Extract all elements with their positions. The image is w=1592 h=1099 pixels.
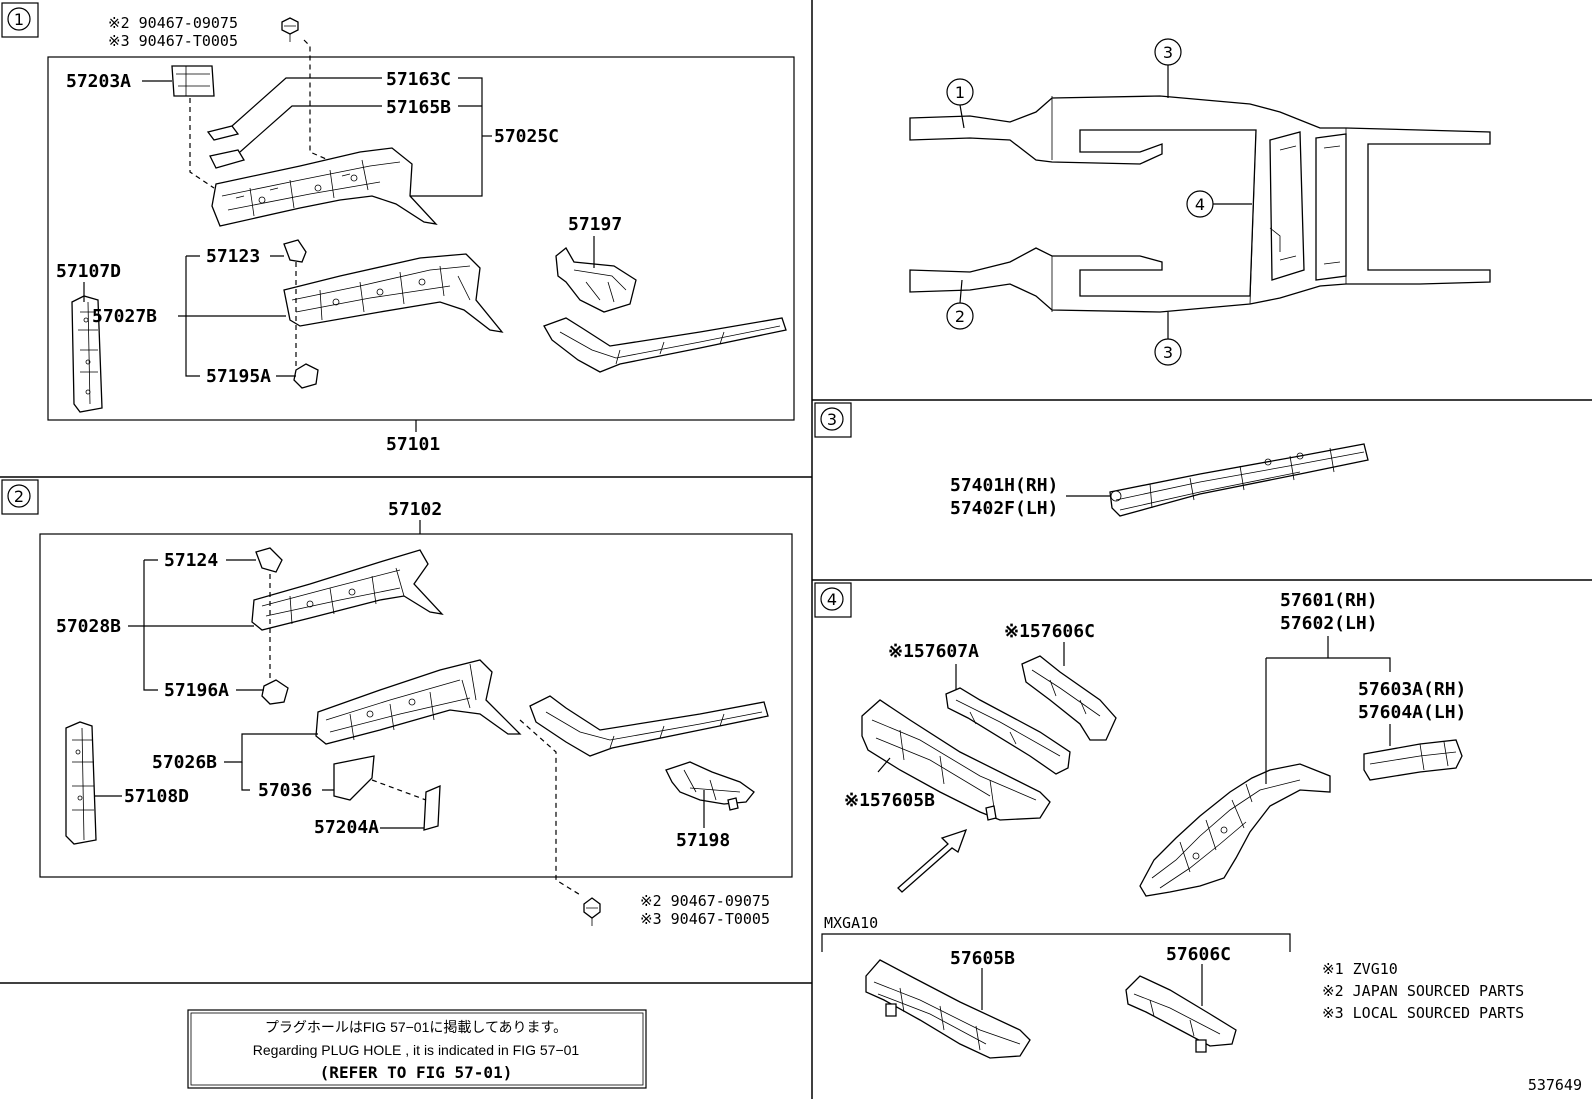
s2-label-90467-T0005: ※3 90467-T0005 <box>640 910 770 928</box>
s4-label-57604A: 57604A(LH) <box>1358 702 1466 723</box>
overview-marker-3-bottom: 3 <box>1154 312 1182 366</box>
s4-label-57603A: 57603A(RH) <box>1358 679 1466 700</box>
s1-part-57203A <box>171 65 215 97</box>
legend-note-1: ※1 ZVG10 <box>1322 960 1398 978</box>
catalog-number: 537649 <box>1528 1076 1582 1094</box>
s2-label-57124: 57124 <box>164 550 218 571</box>
s4-part-57607A <box>945 687 1071 775</box>
s3-part-rocker <box>1109 443 1369 517</box>
s1-label-57101: 57101 <box>386 434 440 455</box>
s2-label-57028B: 57028B <box>56 616 121 637</box>
s2-label-57198: 57198 <box>676 830 730 851</box>
note-box <box>187 1009 647 1089</box>
s1-label-57195A: 57195A <box>206 366 271 387</box>
s2-label-57102: 57102 <box>388 499 442 520</box>
s4-label-57602: 57602(LH) <box>1280 613 1378 634</box>
section-marker-1: 1 <box>1 2 39 38</box>
s2-part-57196A <box>261 679 289 705</box>
s1-label-57107D: 57107D <box>56 261 121 282</box>
note-refer: (REFER TO FIG 57-01) <box>320 1063 513 1082</box>
svg-text:4: 4 <box>1195 195 1205 214</box>
s3-label-57401H: 57401H(RH) <box>950 475 1058 496</box>
legend-note-2: ※2 JAPAN SOURCED PARTS <box>1322 982 1524 1000</box>
overview-marker-2: 2 <box>946 279 974 330</box>
svg-text:1: 1 <box>955 83 965 102</box>
overview-marker-4: 4 <box>1186 190 1252 218</box>
s1-part-57195A <box>293 363 319 389</box>
s1-label-57025C: 57025C <box>494 126 559 147</box>
s1-part-57123 <box>283 239 307 263</box>
s1-assembly-frame <box>47 56 795 421</box>
s1-label-90467-09075: ※2 90467-09075 <box>108 14 238 32</box>
s4-part-57605B <box>861 699 1051 821</box>
overview-marker-3-top: 3 <box>1154 38 1182 98</box>
note-japanese: プラグホールはFIG 57−01に掲載してあります。 <box>265 1019 567 1035</box>
s1-part-57165B <box>209 149 245 169</box>
s1-label-57203A: 57203A <box>66 71 131 92</box>
s2-part-57026B <box>315 659 522 745</box>
s4-part-57601 <box>1139 763 1331 897</box>
s2-part-57036 <box>333 755 375 801</box>
s3-label-57402F: 57402F(LH) <box>950 498 1058 519</box>
svg-text:1: 1 <box>14 10 24 29</box>
s2-part-57108D <box>65 721 97 845</box>
s2-part-57204A <box>423 784 441 831</box>
svg-text:3: 3 <box>827 410 837 429</box>
s2-label-57108D: 57108D <box>124 786 189 807</box>
s4-label-57601: 57601(RH) <box>1280 590 1378 611</box>
s1-label-57165B: 57165B <box>386 97 451 118</box>
s4-view-arrow-icon <box>897 828 968 893</box>
note-english: Regarding PLUG HOLE , it is indicated in… <box>253 1042 580 1058</box>
s4-variant-part-57606C <box>1125 975 1237 1053</box>
s2-clip-icon <box>583 897 601 926</box>
s4-label-57605B: ※157605B <box>844 790 935 811</box>
s1-part-rocker-rail <box>543 317 787 373</box>
s2-label-90467-09075: ※2 90467-09075 <box>640 892 770 910</box>
s2-label-57036: 57036 <box>258 780 312 801</box>
s2-label-57026B: 57026B <box>152 752 217 773</box>
s4-variant-bracket <box>821 933 1291 952</box>
section-marker-2: 2 <box>1 479 39 515</box>
s1-part-57025C <box>211 147 438 227</box>
s4-variant-label-57606C: 57606C <box>1166 944 1231 965</box>
s4-label-57607A: ※157607A <box>888 641 979 662</box>
overview-frame-outline <box>909 95 1491 313</box>
s1-label-57197: 57197 <box>568 214 622 235</box>
s1-label-57123: 57123 <box>206 246 260 267</box>
s4-part-57603A <box>1363 739 1463 781</box>
section-marker-3: 3 <box>814 402 852 438</box>
s1-label-57163C: 57163C <box>386 69 451 90</box>
s2-part-rocker-rail <box>529 695 769 757</box>
overview-marker-1: 1 <box>946 78 974 129</box>
section-marker-4: 4 <box>814 582 852 618</box>
s4-part-57606C <box>1021 655 1117 741</box>
s2-assembly-frame <box>39 533 793 878</box>
s1-label-57027B: 57027B <box>92 306 157 327</box>
svg-text:2: 2 <box>955 307 965 326</box>
s2-label-57196A: 57196A <box>164 680 229 701</box>
s1-part-57163C <box>206 125 240 141</box>
legend-note-3: ※3 LOCAL SOURCED PARTS <box>1322 1004 1524 1022</box>
s4-label-57606C: ※157606C <box>1004 621 1095 642</box>
s4-variant-part-57605B <box>865 959 1031 1059</box>
s2-label-57204A: 57204A <box>314 817 379 838</box>
s4-variant-label-57605B: 57605B <box>950 948 1015 969</box>
svg-text:2: 2 <box>14 487 24 506</box>
s1-clip-icon <box>281 17 299 42</box>
s2-part-57124 <box>255 547 283 573</box>
s2-part-57198 <box>665 761 755 811</box>
svg-text:3: 3 <box>1163 43 1173 62</box>
svg-text:3: 3 <box>1163 343 1173 362</box>
s1-part-57197 <box>555 247 637 313</box>
s1-part-57027B <box>283 253 504 333</box>
s1-label-90467-T0005: ※3 90467-T0005 <box>108 32 238 50</box>
svg-text:4: 4 <box>827 590 837 609</box>
s4-variant-label: MXGA10 <box>824 914 878 932</box>
